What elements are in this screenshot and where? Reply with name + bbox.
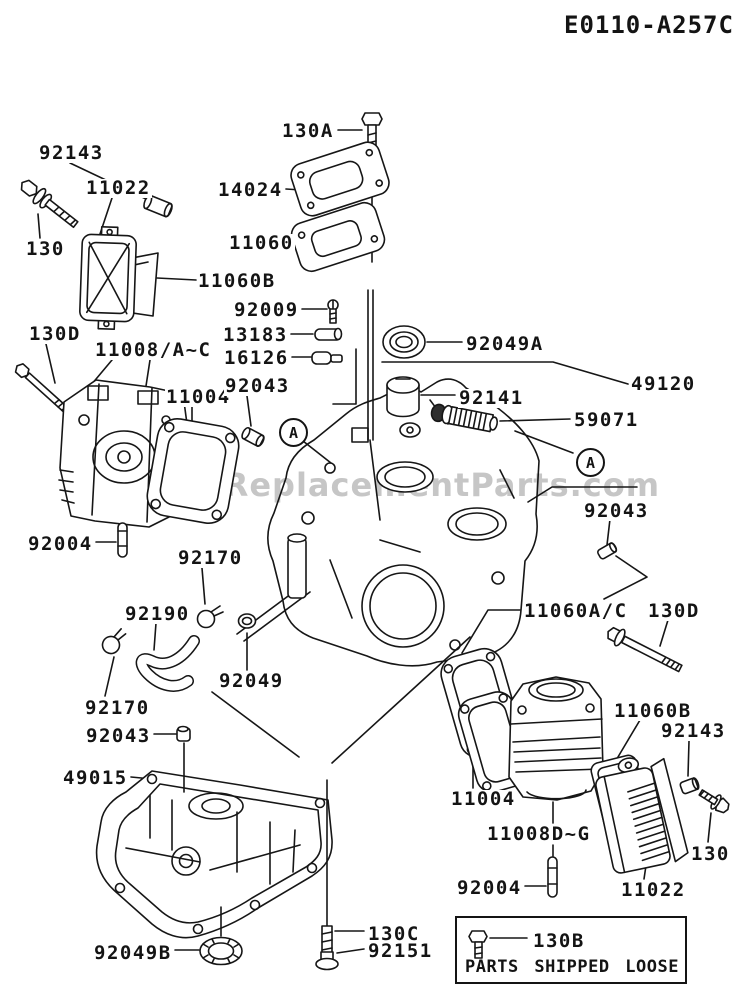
cylinder-head-11008dg-part bbox=[508, 676, 604, 801]
callout-92043-3: 92043 bbox=[583, 500, 650, 522]
crankcase-part bbox=[267, 378, 540, 667]
callout-130d-1: 130D bbox=[28, 323, 82, 345]
parts-shipped-loose-box: 130B PARTS SHIPPED LOOSE bbox=[455, 916, 687, 984]
stud-59071-part bbox=[430, 403, 499, 433]
callout-130a: 130A bbox=[281, 120, 335, 142]
bolt-130-right-part bbox=[698, 789, 730, 814]
callout-14024: 14024 bbox=[217, 179, 284, 201]
valve-cover-11022-right-part bbox=[595, 757, 689, 874]
callout-92049a: 92049A bbox=[465, 333, 545, 355]
callout-11060b-2: 11060B bbox=[613, 700, 693, 722]
callout-130d-2: 130D bbox=[647, 600, 701, 622]
callout-92143-2: 92143 bbox=[660, 720, 727, 742]
callout-11004-2: 11004 bbox=[450, 788, 517, 810]
callout-92049b: 92049B bbox=[93, 942, 173, 964]
pin-92043-2-part bbox=[176, 725, 191, 742]
callout-11004-1: 11004 bbox=[165, 386, 232, 408]
seal-92049-part bbox=[237, 613, 257, 629]
callout-92009: 92009 bbox=[233, 299, 300, 321]
callout-11022-2: 11022 bbox=[620, 879, 687, 901]
callout-11060: 11060 bbox=[228, 232, 295, 254]
view-marker-a-right: A bbox=[576, 448, 605, 477]
callout-130-2: 130 bbox=[690, 843, 731, 865]
pin-92004-right-part bbox=[547, 856, 558, 898]
stud-130d-right-part bbox=[607, 626, 683, 673]
hose-92190-part bbox=[135, 635, 200, 692]
callout-11022-1: 11022 bbox=[85, 177, 152, 199]
callout-92170-2: 92170 bbox=[84, 697, 151, 719]
pin-13183-part bbox=[314, 327, 343, 341]
oil-seal-92049a-part bbox=[382, 325, 426, 359]
parts-shipped-loose-caption: PARTS SHIPPED LOOSE bbox=[465, 957, 679, 977]
stud-130d-left-part bbox=[14, 363, 72, 416]
callout-11060ac: 11060A/C bbox=[523, 600, 629, 622]
diagram-code: E0110-A257C bbox=[564, 11, 734, 39]
callout-92049: 92049 bbox=[218, 670, 285, 692]
bushing-92141-part bbox=[386, 376, 420, 418]
clamp-92170-1-part bbox=[196, 605, 224, 629]
gasket-11060-part bbox=[290, 201, 386, 273]
seal-92049b-part bbox=[199, 936, 243, 966]
callout-11060b-1: 11060B bbox=[197, 270, 277, 292]
loose-box-bolt-130b-part bbox=[468, 930, 488, 959]
callout-92143-1: 92143 bbox=[38, 142, 105, 164]
oil-pan-49015-part bbox=[95, 770, 333, 939]
callout-92141: 92141 bbox=[458, 387, 525, 409]
callout-92004-1: 92004 bbox=[27, 533, 94, 555]
callout-92190: 92190 bbox=[124, 603, 191, 625]
callout-16126: 16126 bbox=[223, 347, 290, 369]
callout-130b: 130B bbox=[533, 930, 585, 952]
overlay-lines bbox=[183, 742, 328, 937]
collar-92043-1-part bbox=[241, 426, 265, 448]
valve-cover-11022-left-part bbox=[79, 225, 137, 331]
head-gasket-11004-left-part bbox=[146, 417, 240, 525]
callout-59071: 59071 bbox=[573, 409, 640, 431]
callout-92043-2: 92043 bbox=[85, 725, 152, 747]
collar-92143-left-part bbox=[143, 194, 173, 218]
callout-11008ac: 11008/A~C bbox=[94, 339, 213, 361]
leader-lines bbox=[37, 129, 712, 954]
callout-92043-1: 92043 bbox=[224, 375, 291, 397]
callout-92170-1: 92170 bbox=[177, 547, 244, 569]
callout-49120: 49120 bbox=[630, 373, 697, 395]
callout-130c: 130C bbox=[367, 923, 421, 945]
pin-92004-left-part bbox=[117, 522, 128, 558]
callout-130-1: 130 bbox=[25, 238, 66, 260]
bolt-130a-part bbox=[361, 112, 383, 158]
bolt-130c-part bbox=[315, 925, 339, 971]
gasket-14024-part bbox=[290, 141, 390, 217]
bushing-92043-right-part bbox=[597, 542, 618, 560]
callout-92151: 92151 bbox=[367, 940, 434, 962]
callout-13183: 13183 bbox=[222, 324, 289, 346]
collar-92143-right-part bbox=[679, 777, 700, 795]
callout-92004-2: 92004 bbox=[456, 877, 523, 899]
callout-49015: 49015 bbox=[62, 767, 129, 789]
callout-11008dg: 11008D~G bbox=[486, 823, 592, 845]
view-marker-a-left: A bbox=[279, 418, 308, 447]
bolt-130-left-part bbox=[20, 179, 79, 229]
clamp-92170-2-part bbox=[101, 628, 127, 655]
screw-92009-part bbox=[327, 299, 339, 324]
pin-16126-part bbox=[311, 351, 343, 365]
